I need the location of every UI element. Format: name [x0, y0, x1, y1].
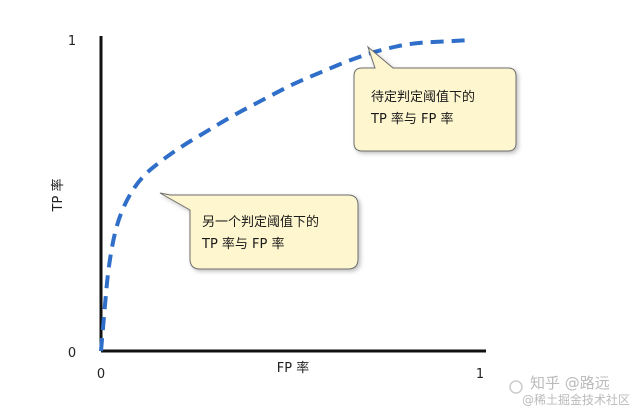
x-tick-label-left: 0 [97, 367, 105, 382]
callout-upper: 待定判定阈值下的 TP 率与 FP 率 [353, 45, 517, 152]
callout-lower-line-1: 另一个判定阈值下的 [202, 214, 319, 230]
watermark-sub: @稀土掘金技术社区 [522, 392, 630, 407]
series-layer [99, 38, 473, 352]
x-axis-label: FP 率 [277, 360, 309, 376]
callout-lower-box [159, 192, 359, 270]
callout-upper-line-2: TP 率与 FP 率 [370, 111, 454, 127]
callout-upper-box [353, 45, 517, 152]
callout-upper-line-1: 待定判定阈值下的 [371, 89, 475, 105]
x-tick-label-right: 1 [476, 367, 484, 382]
watermark-emblem-icon [509, 380, 523, 394]
series-line-0 [99, 38, 473, 352]
y-tick-label-bottom: 0 [68, 346, 76, 361]
y-axis-label: TP 率 [50, 179, 66, 213]
watermark: 知乎 @路远 @稀土掘金技术社区 [509, 374, 630, 407]
callout-lower-line-2: TP 率与 FP 率 [201, 236, 285, 252]
watermark-main: 知乎 @路远 [530, 374, 610, 392]
y-tick-label-top: 1 [68, 34, 76, 49]
callout-lower: 另一个判定阈值下的 TP 率与 FP 率 [159, 192, 359, 270]
